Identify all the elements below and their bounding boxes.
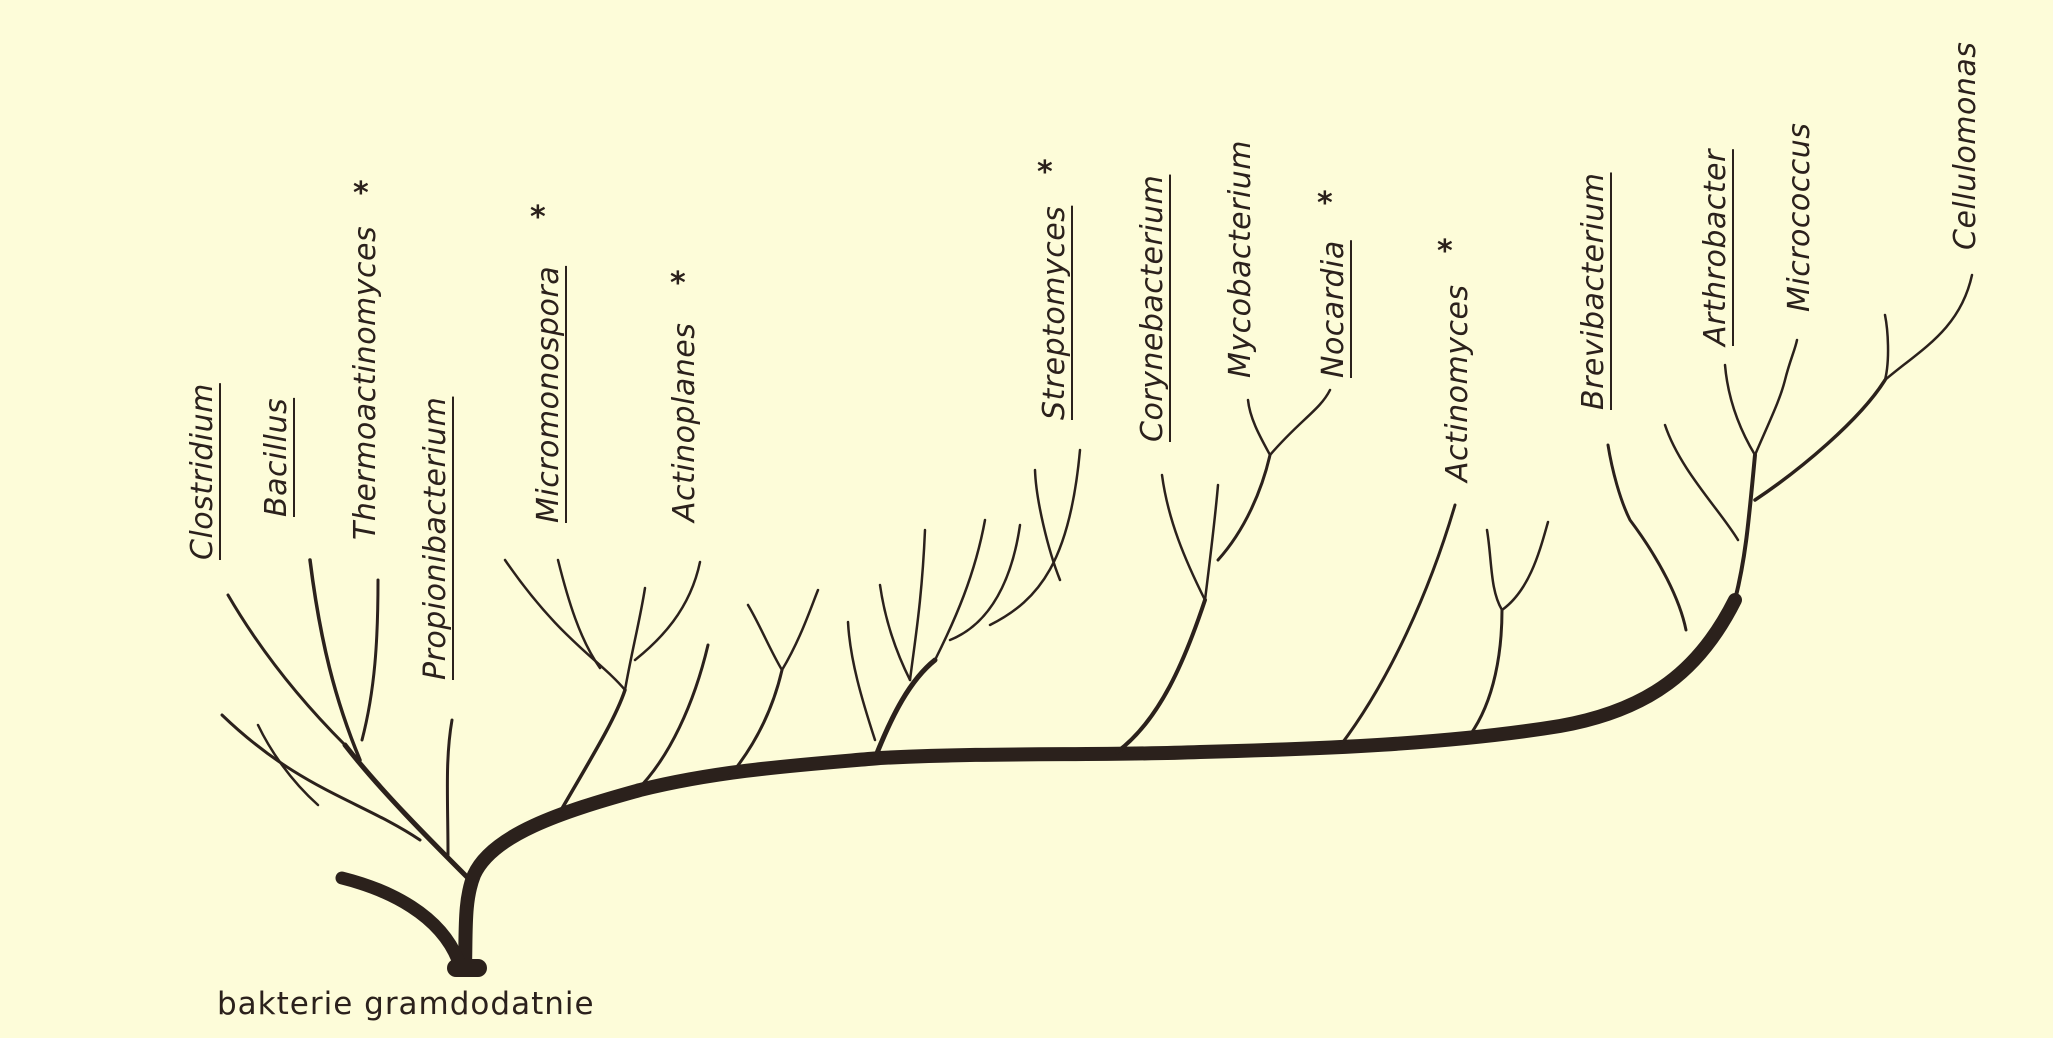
- branch-streptomyces-stem: [872, 657, 938, 761]
- taxon-label: Actinoplanes: [667, 322, 702, 522]
- branch-strepto-e: [988, 448, 1082, 627]
- taxon-label: Brevibacterium: [1576, 172, 1611, 410]
- branch-arthrobacter: [1723, 363, 1757, 457]
- taxon-label: Nocardia: [1316, 240, 1351, 378]
- branch-coryne-stem: [1115, 598, 1207, 754]
- asterisk-marker: *: [670, 266, 686, 301]
- branch-unnamed-2: [726, 668, 784, 780]
- branch-nocardia: [1268, 388, 1332, 457]
- branch-actinomyces-b: [1485, 528, 1504, 612]
- branch-micromonospora-stem: [558, 688, 627, 814]
- branch-propionibacterium: [445, 718, 454, 857]
- branch-cellulo-a: [1883, 313, 1890, 382]
- tree-trunk: [458, 593, 1742, 975]
- root-stub: [335, 871, 465, 967]
- branch-strepto-b: [908, 528, 927, 682]
- branch-arthro-left: [1663, 423, 1740, 542]
- branch-thermoactinomyces: [360, 578, 380, 742]
- branch-actinomyces-c: [1500, 520, 1550, 612]
- branch-micrococcus: [1753, 338, 1799, 457]
- branch-left-main: [342, 742, 473, 883]
- branch-strepto-d: [948, 523, 1022, 642]
- branch-strepto-a: [878, 583, 912, 682]
- branch-brevibacterium: [1606, 443, 1688, 632]
- branch-bacillus: [308, 558, 362, 762]
- branch-strepto-f: [1033, 468, 1062, 582]
- branch-mycobacterium: [1246, 398, 1272, 457]
- taxon-label: Streptomyces: [1037, 205, 1072, 420]
- branch-arthro-stem: [1733, 453, 1757, 602]
- asterisk-marker: *: [1037, 155, 1053, 190]
- root-label: bakterie gramdodatnie: [217, 986, 595, 1022]
- taxon-label: Cellulomonas: [1948, 41, 1983, 250]
- taxon-label: Bacillus: [259, 397, 294, 517]
- taxon-label: Corynebacterium: [1135, 174, 1170, 442]
- taxon-label: Mycobacterium: [1223, 139, 1258, 378]
- branch-unnamed-2b: [780, 588, 820, 672]
- taxon-label: Arthrobacter: [1698, 149, 1733, 346]
- asterisk-marker: *: [1437, 234, 1453, 269]
- branch-strepto-left: [846, 620, 877, 742]
- taxon-label: Thermoactinomyces: [348, 225, 383, 540]
- branch-actinomyces-stem: [1468, 608, 1504, 737]
- branch-coryne-b: [1203, 483, 1220, 602]
- branch-corynebacterium: [1160, 473, 1207, 602]
- branch-actinoplanes: [633, 560, 702, 662]
- taxon-label: Micromonospora: [531, 265, 566, 523]
- asterisk-marker: *: [530, 200, 546, 235]
- taxon-label: Actinomyces: [1440, 284, 1475, 482]
- branch-unnamed-1: [630, 643, 710, 797]
- branch-cellulo-stem: [1753, 378, 1887, 502]
- branch-actinomyces-a: [1338, 503, 1457, 748]
- taxon-label: Micrococcus: [1782, 122, 1817, 312]
- taxon-label: Propionibacterium: [418, 396, 453, 680]
- branch-clostridium: [226, 593, 347, 747]
- branch-mycobacterium-stem: [1216, 453, 1272, 562]
- asterisk-marker: *: [353, 176, 369, 211]
- branch-micromonospora-c: [623, 586, 647, 692]
- branch-micromonospora-a: [503, 558, 627, 692]
- branch-lower-a: [220, 713, 422, 842]
- asterisk-marker: *: [1317, 186, 1333, 221]
- taxon-label: Clostridium: [185, 383, 220, 560]
- branch-micromonospora-b: [556, 558, 602, 670]
- branch-unnamed-2a: [746, 603, 784, 672]
- branch-cellulomonas: [1883, 273, 1974, 382]
- branch-lower-b: [256, 723, 320, 807]
- branch-strepto-c: [933, 518, 987, 662]
